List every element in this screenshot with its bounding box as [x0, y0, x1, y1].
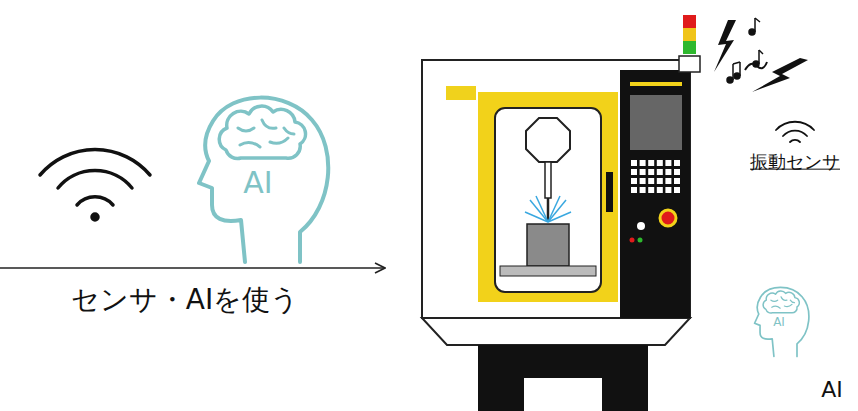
arrow — [0, 267, 385, 269]
icon-text: AI — [243, 166, 272, 201]
key — [674, 178, 680, 184]
arrow-label: センサ・AIを使う — [71, 284, 299, 316]
key — [657, 178, 663, 184]
icon-text: AI — [773, 316, 785, 330]
key — [631, 187, 637, 193]
key — [648, 178, 654, 184]
key — [674, 169, 680, 175]
key — [657, 187, 663, 193]
key — [648, 187, 654, 193]
key — [640, 160, 646, 166]
key — [657, 169, 663, 175]
sensor-label: 振動センサ — [750, 152, 840, 173]
key — [665, 160, 671, 166]
sensor-wireless-symbol — [776, 122, 814, 142]
key — [648, 169, 654, 175]
ai-head-icon — [755, 287, 809, 356]
key — [631, 178, 637, 184]
ai-head-icon — [199, 98, 328, 262]
key — [631, 169, 637, 175]
key — [640, 187, 646, 193]
key — [657, 160, 663, 166]
key — [674, 160, 680, 166]
vibration-marks — [714, 18, 808, 92]
key — [665, 169, 671, 175]
key — [631, 160, 637, 166]
key — [674, 187, 680, 193]
machine-tool — [422, 15, 700, 411]
ai-label: AI — [821, 377, 843, 402]
wireless-symbol — [40, 149, 150, 220]
key — [648, 160, 654, 166]
key — [640, 178, 646, 184]
key — [640, 169, 646, 175]
key — [665, 187, 671, 193]
key — [665, 178, 671, 184]
